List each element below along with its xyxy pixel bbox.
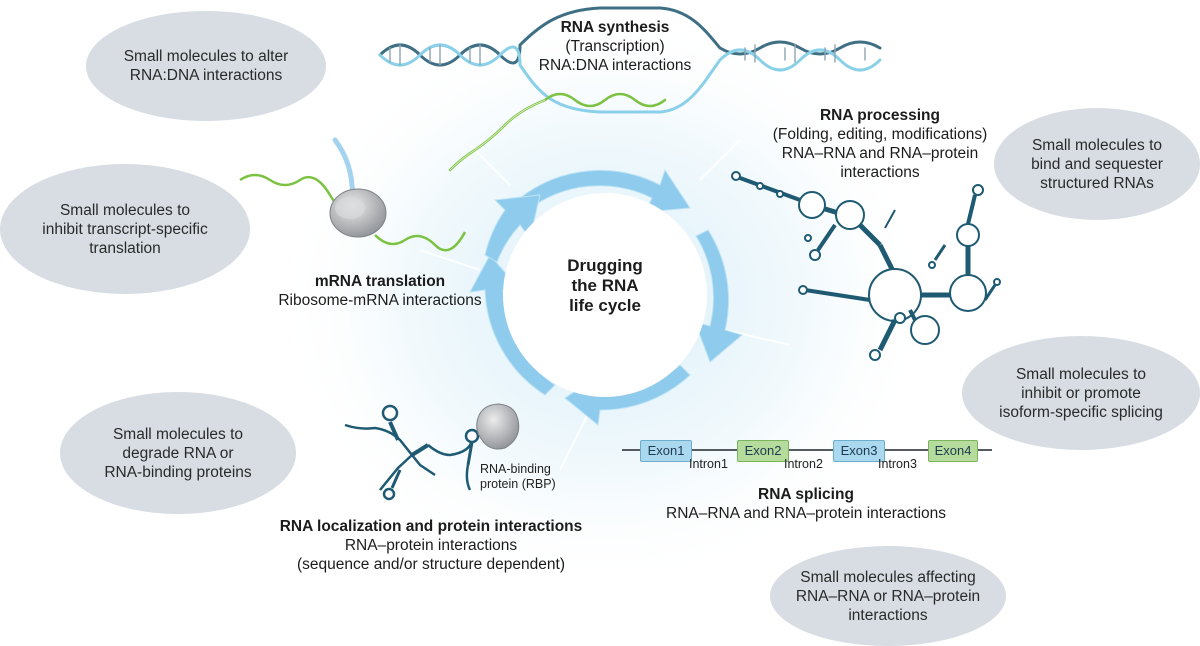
bubble-alter-rna-dna: Small molecules to alter RNA:DNA interac…	[86, 11, 326, 121]
rbp-icon	[476, 403, 520, 450]
center-title: Drugging the RNA life cycle	[567, 256, 643, 315]
bubble-bind-sequester: Small molecules to bind and sequester st…	[994, 108, 1200, 220]
structured-rna	[731, 171, 1001, 361]
stage-rna-splicing: RNA splicing RNA–RNA and RNA–protein int…	[666, 486, 946, 522]
bubble-inhibit-translation: Small molecules to inhibit transcript-sp…	[0, 164, 250, 294]
rbp-label: RNA-binding protein (RBP)	[480, 462, 556, 491]
stage-mrna-translation: mRNA translation Ribosome-mRNA interacti…	[278, 273, 482, 309]
exon-1: Exon1	[640, 440, 692, 462]
ribosome-mrna	[239, 137, 467, 252]
dna-helix	[378, 6, 882, 172]
stage-rna-processing: RNA processing (Folding, editing, modifi…	[772, 107, 988, 181]
exon-4: Exon4	[928, 440, 978, 462]
intron-1: Intron1	[689, 457, 728, 471]
exon-2: Exon2	[737, 440, 789, 462]
bubble-degrade: Small molecules to degrade RNA or RNA-bi…	[60, 392, 296, 514]
intron-2: Intron2	[784, 457, 823, 471]
inner-circle	[503, 193, 707, 397]
stage-rna-localization: RNA localization and protein interaction…	[279, 518, 583, 573]
intron-3: Intron3	[878, 457, 917, 471]
rna-rbp-structure	[344, 404, 480, 501]
bubble-splicing-isoform: Small molecules to inhibit or promote is…	[962, 336, 1200, 450]
divider-lines	[419, 139, 791, 471]
exon-3: Exon3	[833, 440, 885, 462]
stage-rna-synthesis: RNA synthesis (Transcription) RNA:DNA in…	[538, 19, 692, 74]
bubble-affecting-interactions: Small molecules affecting RNA–RNA or RNA…	[770, 546, 1006, 646]
